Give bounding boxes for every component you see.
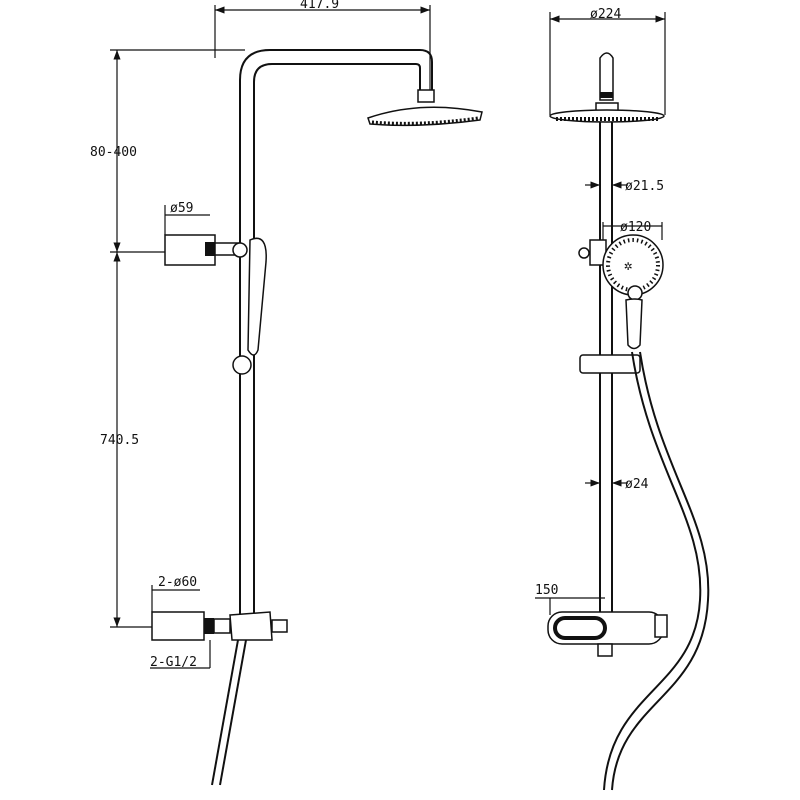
slider-front: [579, 354, 641, 374]
upper-pipe-dimension: ø21.5: [585, 179, 664, 194]
mixer-label: 150: [535, 583, 558, 598]
hand-shower-dimension: ø120: [602, 220, 663, 240]
wall-bracket: ø59: [164, 201, 248, 266]
wall-bracket-label: ø59: [170, 201, 193, 216]
upper-pipe-label: ø21.5: [625, 179, 664, 194]
height-label: 740.5: [100, 433, 139, 448]
head-diameter-dimension: ø224: [549, 7, 666, 115]
overhead-shower-head-front: [549, 109, 665, 123]
height-dimension: 740.5: [100, 252, 165, 628]
head-connector: [417, 89, 435, 103]
mixer-dimension: 150: [535, 583, 605, 615]
rail-label: ø24: [625, 477, 649, 492]
front-view: ø224 ø21.5 ø120 ✲ ø: [535, 7, 710, 791]
mixer-side: 2-ø60 2-G1/2: [150, 575, 288, 670]
width-dimension: 417.9: [214, 0, 431, 95]
head-diameter-label: ø224: [590, 7, 621, 22]
hand-shower-side: [247, 237, 267, 356]
flange-label: 2-ø60: [158, 575, 197, 590]
hand-shower-label: ø120: [620, 220, 651, 235]
height-adjust-label: 80-400: [90, 145, 137, 160]
inlet-label: 2-G1/2: [150, 655, 197, 670]
rail-dimension: ø24: [585, 477, 649, 492]
hand-shower-handle: [625, 298, 643, 350]
side-view: 417.9 80-400 740.5 ø59: [90, 0, 483, 786]
slider: [232, 355, 252, 375]
mixer-front: [547, 611, 668, 657]
hose-side: [211, 639, 239, 786]
spray-icon: ✲: [624, 258, 632, 274]
width-label: 417.9: [300, 0, 339, 12]
height-adjust-dimension: 80-400: [90, 49, 245, 253]
hose-front: [603, 351, 702, 791]
